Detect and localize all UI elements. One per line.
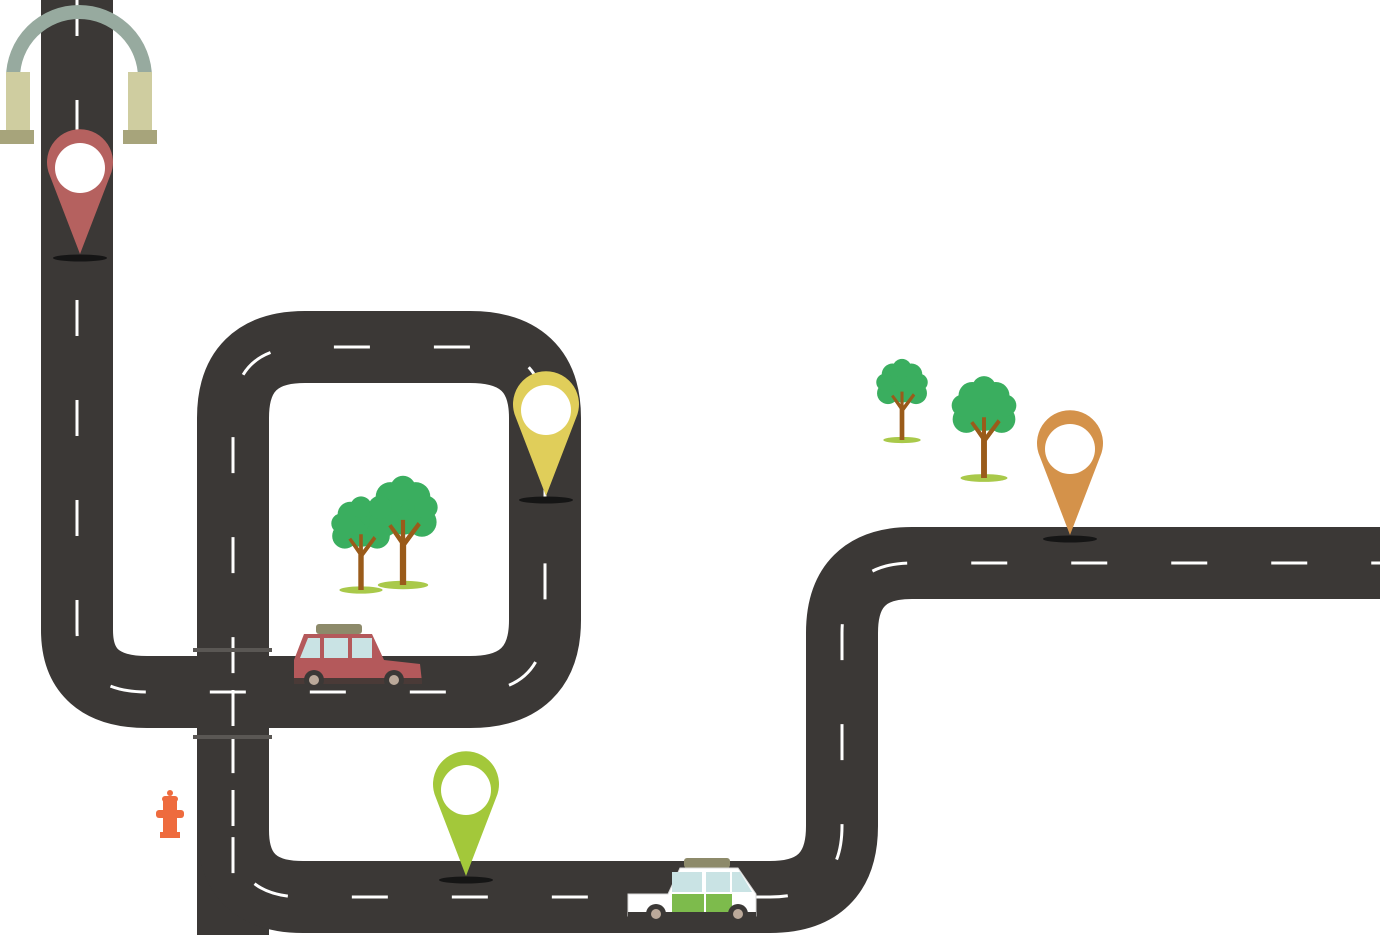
road-segment <box>197 527 1380 933</box>
cars-group <box>294 624 757 924</box>
car-icon <box>627 858 757 924</box>
road-lane-markings <box>75 0 547 935</box>
marker-red-location-pin-icon <box>47 129 113 262</box>
tree-icon <box>876 358 928 444</box>
marker-green-location-pin-icon <box>433 751 499 884</box>
location-markers <box>47 129 1103 884</box>
car-icon <box>294 624 422 690</box>
tree-icon <box>368 475 438 590</box>
marker-yellow-location-pin-icon <box>513 371 579 504</box>
tree-icon <box>951 376 1017 482</box>
gate-icon <box>0 5 157 144</box>
fire-hydrant-icon <box>156 790 184 838</box>
road-network <box>41 0 1380 935</box>
marker-orange-location-pin-icon <box>1037 410 1103 543</box>
